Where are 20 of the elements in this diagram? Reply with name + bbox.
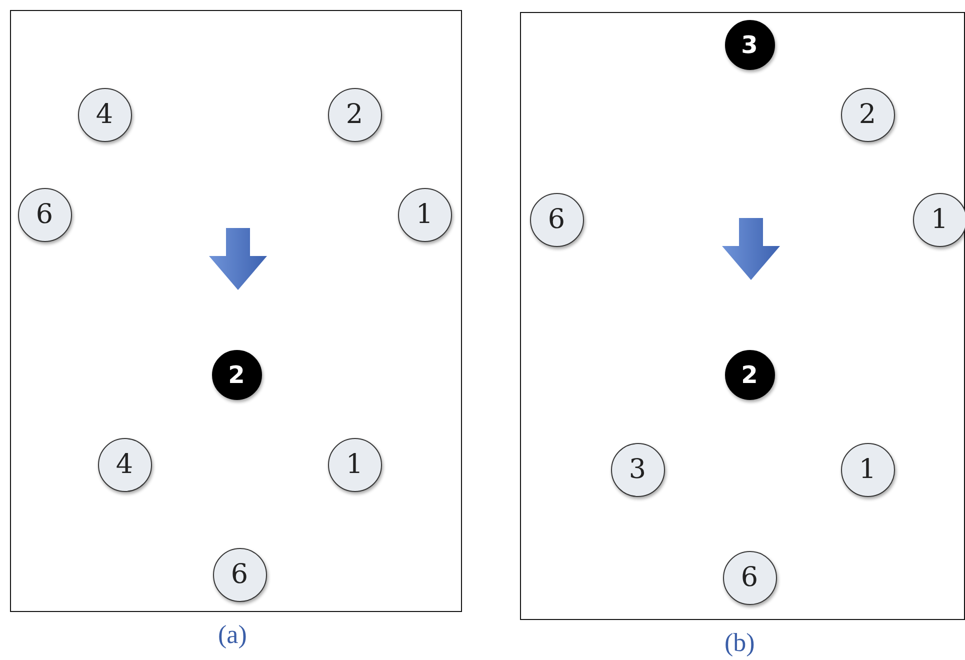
number-circle: 2 (328, 88, 382, 142)
number-circle: 4 (98, 438, 152, 492)
panel-frame (10, 10, 462, 612)
number-circle: 4 (78, 88, 132, 142)
number-circle: 6 (212, 548, 266, 602)
number-circle: 1 (840, 442, 894, 496)
number-circle: 6 (722, 550, 776, 604)
panel-caption: (b) (724, 628, 755, 658)
number-circle: 6 (18, 188, 72, 242)
number-circle: 2 (840, 88, 894, 142)
number-circle: 3 (610, 442, 664, 496)
panel-frame (520, 12, 965, 620)
number-circle: 6 (530, 192, 584, 246)
highlighted-number-circle: 3 (724, 20, 774, 70)
number-circle: 1 (328, 438, 382, 492)
highlighted-number-circle: 2 (212, 350, 262, 400)
panel-caption: (a) (218, 620, 247, 650)
number-circle: 1 (912, 192, 965, 246)
number-circle: 1 (398, 188, 452, 242)
highlighted-number-circle: 2 (724, 350, 774, 400)
